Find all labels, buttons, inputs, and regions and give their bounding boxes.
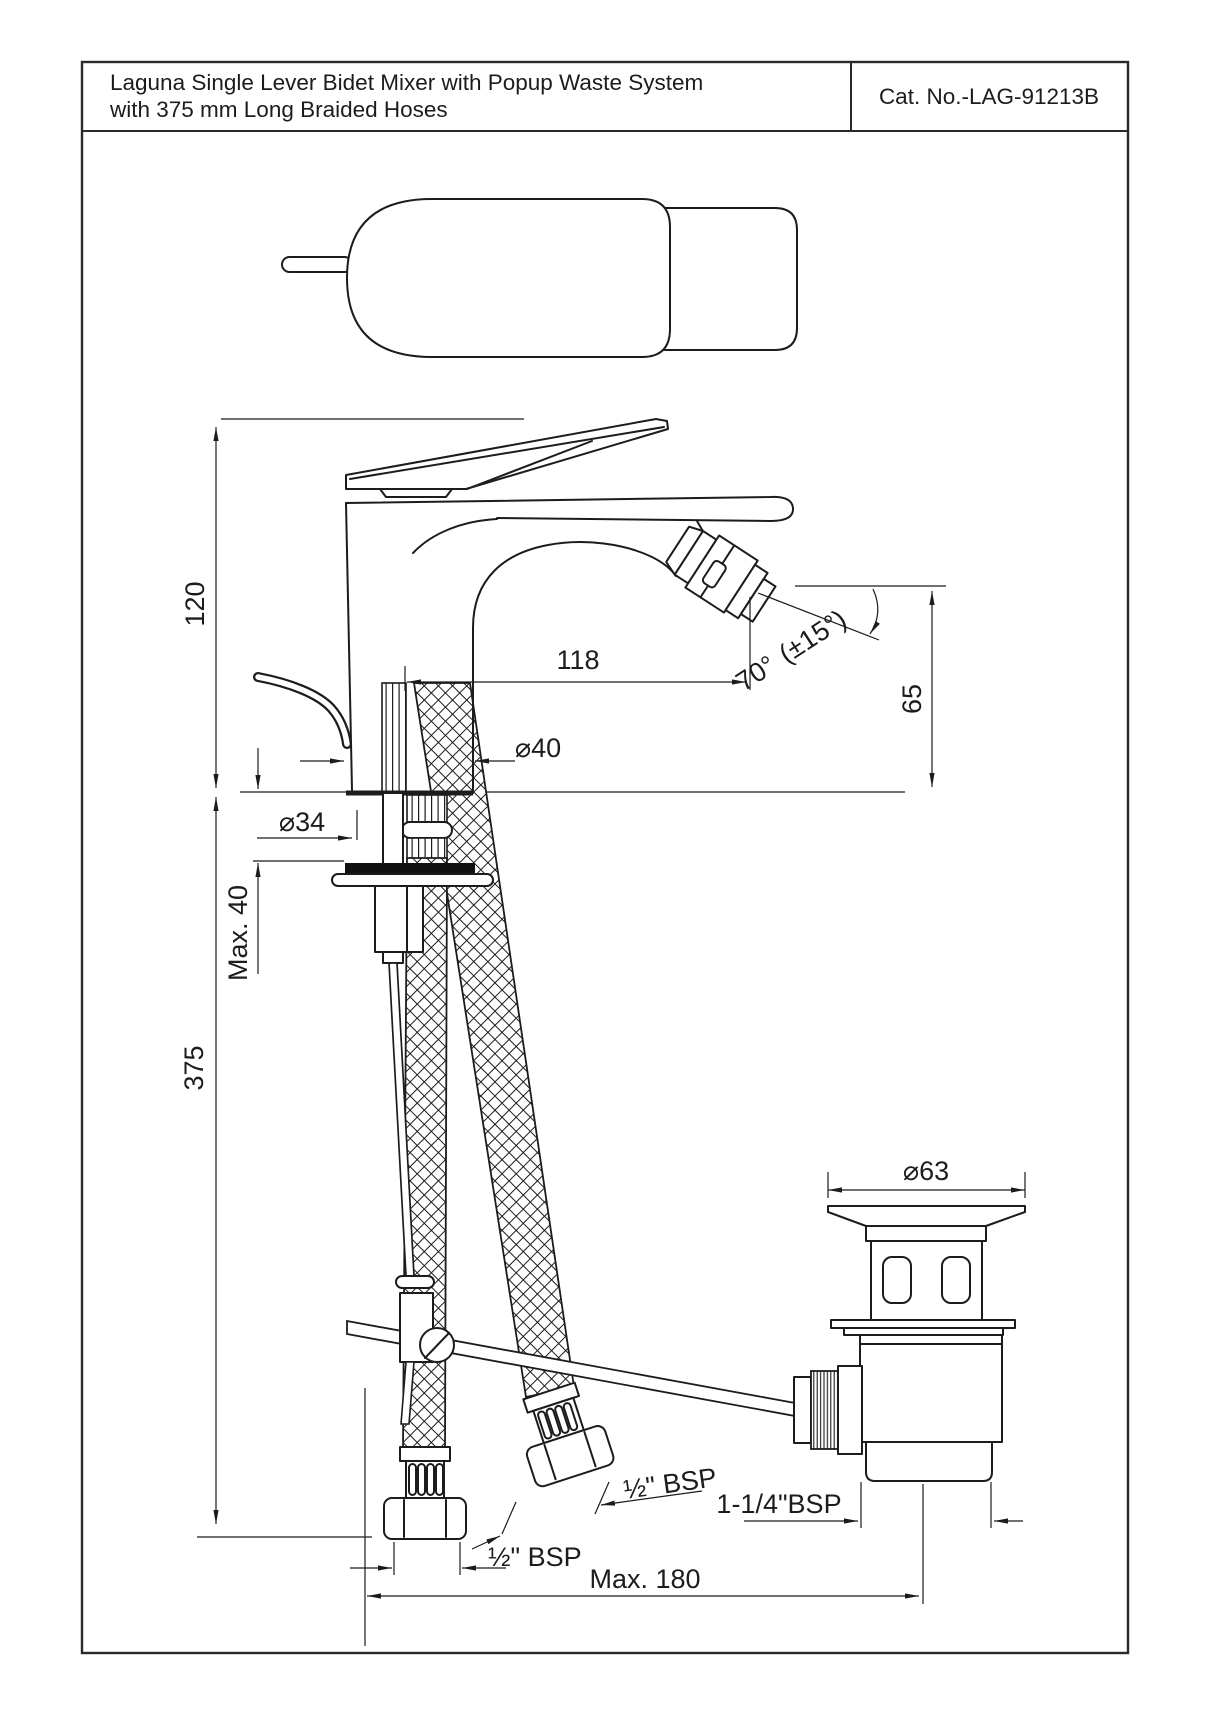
dim-spout-reach-label: 118 [556, 645, 599, 675]
dim-body-dia-label: ⌀40 [515, 733, 561, 763]
dim-max-deck-label: Max. 40 [223, 885, 253, 981]
title-line-1: Laguna Single Lever Bidet Mixer with Pop… [110, 70, 703, 95]
hose-end-fittings [383, 1381, 615, 1540]
dim-hose-thread-right-label: ½" BSP [622, 1462, 719, 1505]
dim-max-reach-label: Max. 180 [589, 1564, 700, 1594]
catalog-number: Cat. No.-LAG-91213B [879, 84, 1099, 109]
dim-waste-thread-label: 1-1/4"BSP [716, 1489, 841, 1519]
dimension-annotations: 120 375 Max. 40 ⌀34 ⌀40 118 70° (±15°) 6… [179, 427, 1026, 1646]
page-border [80, 60, 1130, 1655]
dim-waste-dia-label: ⌀63 [903, 1156, 949, 1186]
mounting-hardware [331, 792, 494, 964]
faucet-top-view [281, 198, 798, 358]
aerator-outlet [665, 525, 777, 623]
title-block: Laguna Single Lever Bidet Mixer with Pop… [109, 70, 1099, 122]
dim-outlet-height-label: 65 [897, 684, 927, 714]
faucet-side-view [253, 418, 795, 796]
dim-hose-thread-left-label: ½" BSP [488, 1542, 582, 1572]
reference-lines [221, 418, 905, 793]
dim-shank-dia-label: ⌀34 [279, 807, 325, 837]
title-line-2: with 375 mm Long Braided Hoses [109, 97, 448, 122]
popup-rod-linkage [346, 962, 796, 1425]
dim-hose-length-label: 375 [179, 1045, 209, 1090]
dim-body-height-label: 120 [180, 581, 210, 626]
popup-waste-assembly [793, 1205, 1026, 1482]
